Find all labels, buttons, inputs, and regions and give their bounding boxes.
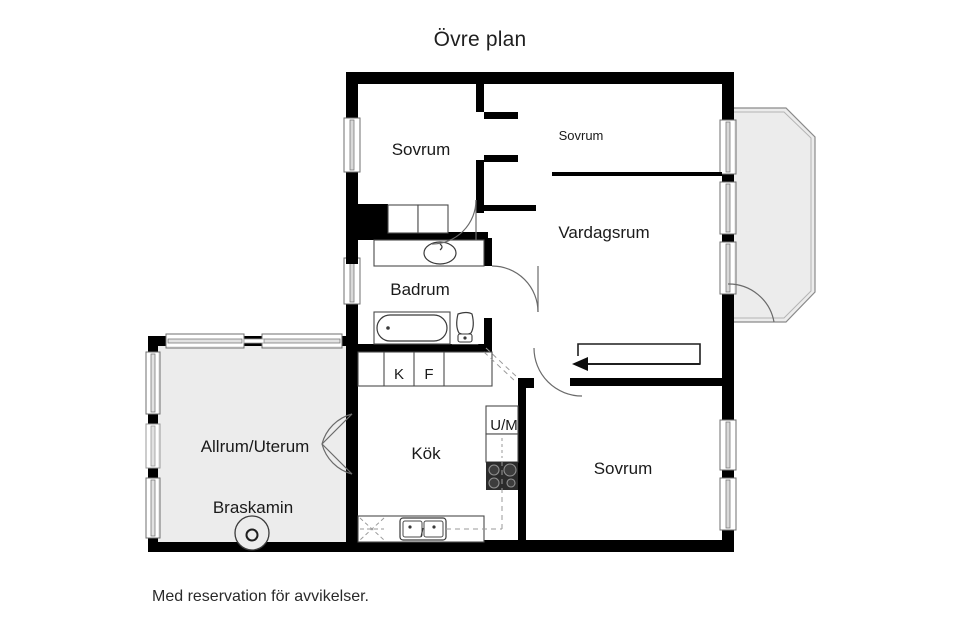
window-uterum-left-3 [145, 477, 161, 539]
fireplace-circle [234, 515, 270, 551]
door-swing-arcs [321, 199, 775, 475]
bathroom-fixtures [373, 239, 485, 345]
label-sovrum-top-left: Sovrum [392, 140, 451, 159]
window-uterum-top-left [165, 333, 245, 349]
washbasin-icon [423, 241, 457, 265]
wardrobe-closets [387, 204, 449, 234]
window-uterum-top-mullion [243, 338, 265, 344]
label-kok: Kök [411, 444, 441, 463]
kitchen-dashed-lines [446, 347, 519, 530]
stove-four-burner [486, 462, 518, 490]
label-allrum-uterum: Allrum/Uterum [201, 437, 310, 456]
label-sovrum-top-right: Sovrum [559, 128, 604, 143]
window-right-3 [719, 241, 737, 295]
balcony-terrace [727, 107, 816, 323]
label-vardagsrum: Vardagsrum [558, 223, 649, 242]
label-cabinet-f: F [424, 366, 433, 383]
appliance-labels: K F U/M [394, 366, 518, 434]
cabinet-row [357, 351, 493, 387]
label-braskamin: Braskamin [213, 498, 293, 517]
page-title: Övre plan [433, 28, 527, 51]
kitchen-sink-icon [399, 517, 447, 541]
direction-arrow [572, 343, 701, 371]
window-right-1 [719, 119, 737, 175]
window-openings [145, 117, 737, 539]
bathtub-icon [373, 311, 451, 345]
kitchen-fixtures [357, 347, 519, 543]
disclaimer-text: Med reservation för avvikelser. [152, 588, 369, 605]
label-sovrum-bottom-right: Sovrum [594, 459, 653, 478]
window-left-upper [343, 117, 361, 173]
window-right-5 [719, 477, 737, 531]
room-labels: Sovrum Sovrum Vardagsrum Badrum Kök Sovr… [201, 128, 653, 517]
window-right-4 [719, 419, 737, 471]
window-uterum-top-right [261, 333, 343, 349]
window-left-lower [343, 257, 361, 305]
corner-cabinet-hatch [359, 517, 385, 541]
allrum-uterum-floor [152, 340, 352, 548]
label-dishwasher-micro: U/M [490, 417, 518, 434]
toilet-icon [451, 311, 479, 345]
interior-walls [346, 84, 722, 552]
window-uterum-left-1 [145, 351, 161, 415]
window-right-2 [719, 181, 737, 235]
label-badrum: Badrum [390, 280, 450, 299]
window-uterum-left-2 [145, 423, 161, 469]
label-cabinet-k: K [394, 366, 404, 383]
